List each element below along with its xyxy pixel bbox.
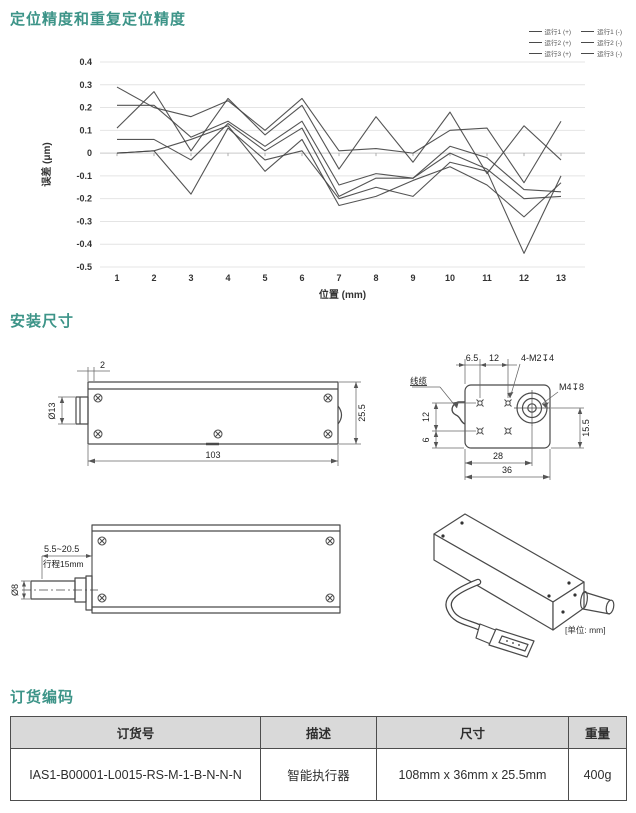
legend-line-marker [581,52,595,54]
legend-line-marker [581,30,595,32]
legend-item: 运行2 (-) [581,37,622,47]
y-tick-label: -0.2 [76,194,92,204]
legend-item: 运行3 (-) [581,48,622,58]
col-header-description: 描述 [260,716,377,749]
dim-28: 28 [493,451,503,461]
stroke-view-dim-lines [21,555,93,600]
end-view-dim-lines [412,359,584,480]
chart-legend: 运行1 (+) 运行1 (-) 运行2 (+) 运行2 (-) 运行3 (+) 运行3 (… [528,26,622,58]
y-tick-label: -0.4 [76,239,92,249]
y-tick-label: 0.3 [79,80,92,90]
legend-label: 运行3 (-) [597,51,622,58]
unit-note: [单位: mm] [565,625,606,635]
stroke-view-geometry [22,524,341,614]
drawing-side-view: 2 Ø13 25.5 103 [47,360,367,466]
series-line [117,104,562,193]
side-view-dim-lines [58,367,361,466]
iso-view-geometry [433,513,615,658]
legend-line-marker [581,41,595,43]
drawing-end-view: 6.5 12 线缆 4-M2↧4 M4↧8 12 6 15.5 28 36 [410,353,591,480]
series-line [116,91,562,175]
x-tick-label: 3 [188,273,193,283]
cable-label: 线缆 [410,376,428,386]
order-table: 订货号 描述 尺寸 重量 IAS1-B00001-L0015-RS-M-1-B-… [10,716,627,801]
order-table-header-row: 订货号 描述 尺寸 重量 [10,716,627,749]
x-tick-label: 10 [445,273,455,283]
legend-item: 运行3 (+) [528,48,572,58]
x-tick-label: 12 [519,273,529,283]
series-line [116,86,562,184]
dim-25-5: 25.5 [357,404,367,422]
col-header-order-no: 订货号 [10,716,261,749]
y-tick-label: 0.2 [79,103,92,113]
legend-line-marker [528,30,542,32]
x-tick-label: 2 [151,273,156,283]
y-tick-label: 0.1 [79,125,92,135]
x-tick-label: 13 [556,273,566,283]
section-title-accuracy: 定位精度和重复定位精度 [10,11,187,28]
x-tick-label: 7 [336,273,341,283]
legend-line-marker [528,41,542,43]
y-axis-title: 误差 (μm) [40,142,53,186]
legend-label: 运行1 (+) [544,29,572,36]
series-line [117,122,562,200]
legend-item: 运行1 (-) [581,26,622,36]
x-tick-label: 11 [482,273,492,283]
drawing-stroke-view: 5.5~20.5 行程15mm Ø8 [10,524,341,614]
x-axis-title: 位置 (mm) [319,288,366,301]
side-view-geometry [75,381,343,446]
series-line [116,127,562,254]
series-line [116,125,562,218]
legend-label: 运行2 (+) [544,40,572,47]
legend-label: 运行1 (-) [597,29,622,36]
x-tick-label: 1 [114,273,119,283]
x-tick-label: 6 [299,273,304,283]
col-header-weight: 重量 [568,716,627,749]
x-tick-label: 8 [373,273,378,283]
end-view-geometry [451,384,551,449]
dim-2: 2 [100,360,105,370]
dim-6-left: 6 [421,437,431,442]
cell-description: 智能执行器 [260,748,377,801]
section-title-mounting: 安装尺寸 [10,313,75,330]
side-view-dim-arrows [59,382,359,464]
legend-item: 运行2 (+) [528,37,572,47]
stroke-view-dim-arrows [22,554,92,599]
dim-dia8: Ø8 [10,584,20,596]
y-tick-label: -0.1 [76,171,92,181]
dim-15-5: 15.5 [581,419,591,437]
stroke-label: 行程15mm [43,559,84,569]
y-tick-label: 0 [87,148,92,158]
cell-dimensions: 108mm x 36mm x 25.5mm [376,748,569,801]
end-view-dim-arrows [433,363,583,480]
legend-line-marker [528,52,542,54]
cell-weight: 400g [568,748,627,801]
y-tick-label: 0.4 [79,57,92,67]
thread-callout-m2: 4-M2↧4 [521,353,554,363]
dim-5-5-20-5: 5.5~20.5 [44,544,79,554]
y-tick-label: -0.3 [76,216,92,226]
cell-order-no: IAS1-B00001-L0015-RS-M-1-B-N-N-N [10,748,261,801]
x-tick-label: 9 [410,273,415,283]
dim-dia13: Ø13 [47,402,57,419]
thread-callout-m4: M4↧8 [559,382,584,392]
col-header-dimensions: 尺寸 [376,716,569,749]
dim-12-left: 12 [421,412,431,422]
legend-item: 运行1 (+) [528,26,572,36]
dim-12-top: 12 [489,353,499,363]
x-tick-label: 4 [225,273,230,283]
x-tick-label: 5 [262,273,267,283]
legend-label: 运行3 (+) [544,51,572,58]
dim-103: 103 [205,450,220,460]
dim-6-5: 6.5 [466,353,479,363]
order-table-row: IAS1-B00001-L0015-RS-M-1-B-N-N-N 智能执行器 1… [10,748,627,801]
section-title-ordering: 订货编码 [10,689,75,706]
y-tick-label: -0.5 [76,262,92,272]
dim-36: 36 [502,465,512,475]
legend-label: 运行2 (-) [597,40,622,47]
drawing-iso-view [433,513,615,658]
